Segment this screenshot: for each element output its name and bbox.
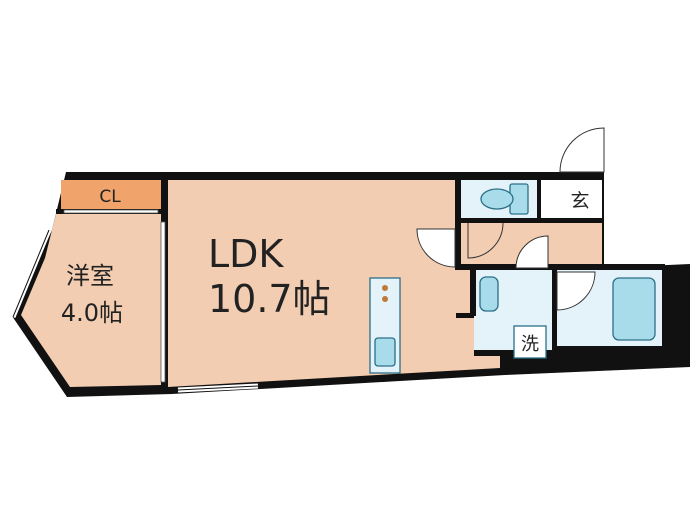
western-sliding-door xyxy=(160,221,166,383)
ldk-door xyxy=(416,228,456,268)
wall-wash-stub xyxy=(456,313,474,318)
wall-wash-bath xyxy=(552,268,557,350)
window-western xyxy=(10,229,52,318)
window-ldk-bottom xyxy=(177,383,259,393)
wall-toilet-entrance xyxy=(537,176,541,220)
kitchen-sink-icon xyxy=(374,337,396,367)
wall-ldk-right xyxy=(455,176,461,270)
western-room-floor xyxy=(21,214,161,387)
closet-sliding-door xyxy=(63,209,159,214)
washbasin-icon xyxy=(479,276,499,312)
laundry-label: 洗 xyxy=(521,334,539,355)
bathroom-door xyxy=(556,271,596,311)
front-door xyxy=(559,127,605,173)
toilet-icon xyxy=(480,183,529,215)
closet-label: CL xyxy=(99,187,121,207)
ldk-name: LDK xyxy=(208,232,284,276)
toilet-door xyxy=(467,222,504,259)
entrance-floor xyxy=(541,180,602,218)
washroom-door xyxy=(515,235,549,269)
bathtub-icon xyxy=(612,277,656,341)
washing-machine-space xyxy=(513,325,547,359)
wall-toilet-bottom xyxy=(455,218,602,223)
wall-hall-bottom xyxy=(455,264,665,270)
closet-floor xyxy=(61,180,161,210)
wall-wash-left xyxy=(470,264,476,316)
ldk-size: 10.7帖 xyxy=(208,277,331,321)
entrance-label: 玄 xyxy=(570,190,589,212)
western-room-size: 4.0帖 xyxy=(61,299,123,327)
western-room-name: 洋室 xyxy=(66,262,114,290)
stove-icon xyxy=(382,285,388,302)
